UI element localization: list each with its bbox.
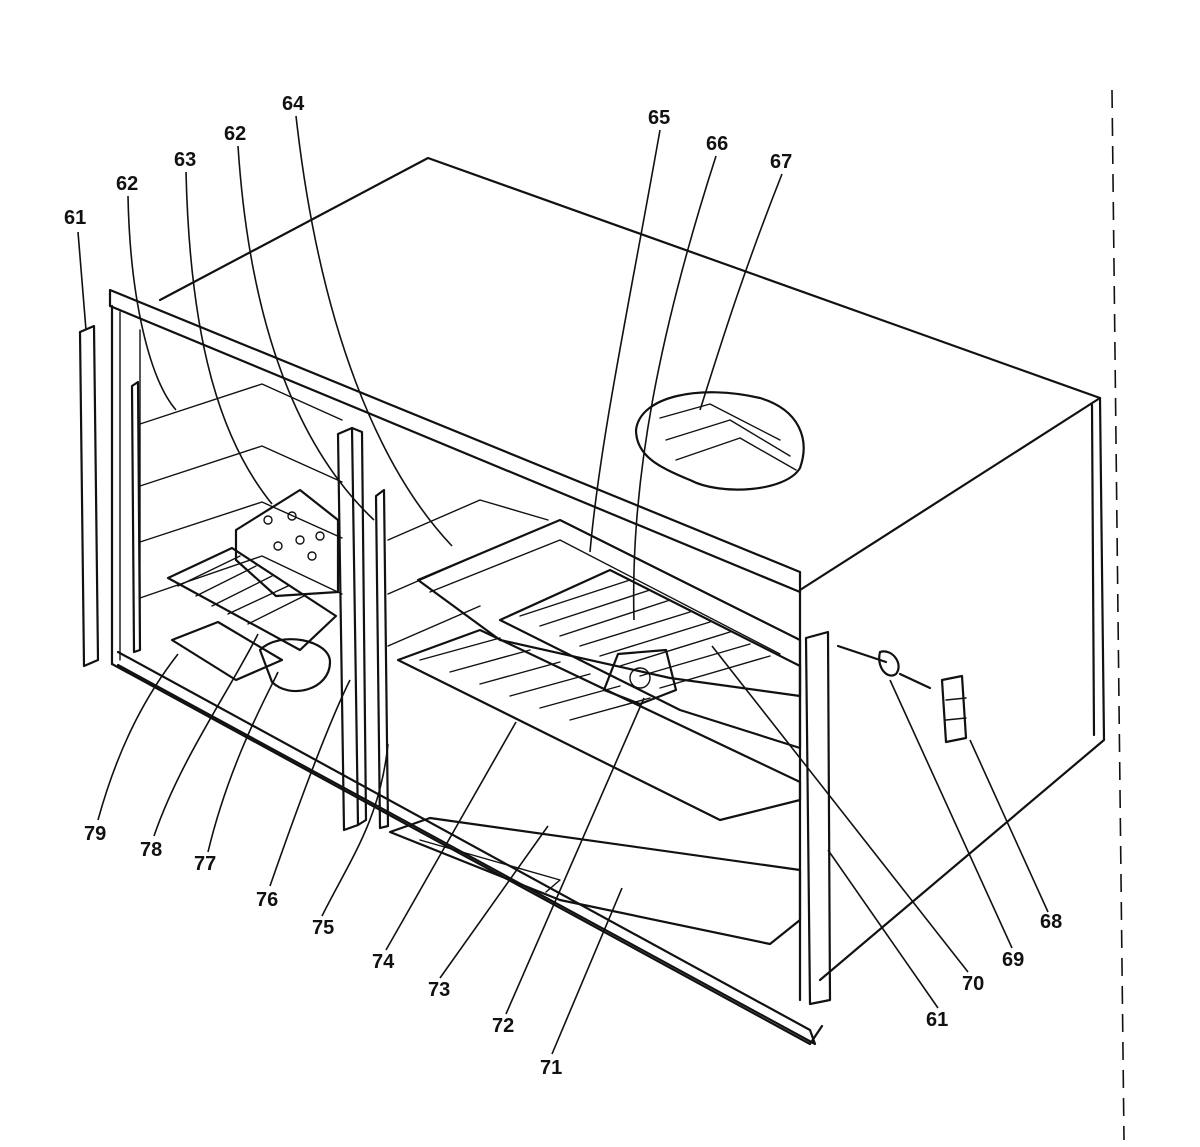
- callout-64: 64: [282, 93, 305, 115]
- callout-78: 78: [140, 839, 162, 861]
- callout-62-left: 62: [116, 173, 138, 195]
- callout-66: 66: [706, 133, 728, 155]
- callout-68: 68: [1040, 911, 1062, 933]
- page-border-line: [1111, 89, 1125, 1141]
- callout-76: 76: [256, 889, 278, 911]
- hinge-hardware: [836, 644, 968, 744]
- callout-72: 72: [492, 1015, 514, 1037]
- callout-63: 63: [174, 149, 196, 171]
- callout-65: 65: [648, 107, 670, 129]
- right-shelves: [374, 488, 802, 946]
- callout-74: 74: [372, 951, 395, 973]
- callout-61-right: 61: [926, 1009, 948, 1031]
- callout-69: 69: [1002, 949, 1024, 971]
- right-trim-strip: [804, 630, 832, 1006]
- callout-75: 75: [312, 917, 334, 939]
- callout-62-center: 62: [224, 123, 246, 145]
- callout-70: 70: [962, 973, 984, 995]
- leader-lines: [77, 115, 1049, 1055]
- callout-71: 71: [540, 1057, 562, 1079]
- callout-77: 77: [194, 853, 216, 875]
- callout-79: 79: [84, 823, 106, 845]
- cabinet-body: [108, 156, 1106, 1046]
- callout-73: 73: [428, 979, 450, 1001]
- cutaway-view: [634, 391, 805, 491]
- left-shelves: [130, 380, 343, 693]
- left-trim-strip: [78, 324, 100, 668]
- callout-67: 67: [770, 151, 792, 173]
- callout-61-left: 61: [64, 207, 86, 229]
- center-mullion: [336, 426, 368, 832]
- callout-labels: 61 62 63 62 64 65 66 67 68 69 70 61 71 7…: [64, 93, 1062, 1079]
